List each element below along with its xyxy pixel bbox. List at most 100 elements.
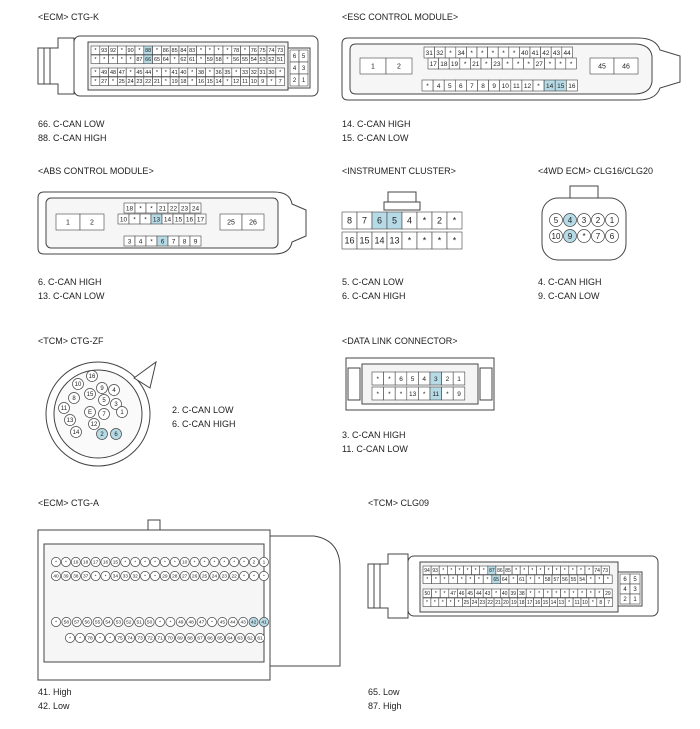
abs-pin: 25 xyxy=(219,213,243,231)
svg-text:1: 1 xyxy=(263,560,266,566)
svg-text:54: 54 xyxy=(251,57,257,63)
svg-text:38: 38 xyxy=(198,70,204,76)
abs-pin: 2 xyxy=(79,213,105,231)
ecm-ctga-pin: 74 xyxy=(125,633,135,643)
ecm-ctga-pin: 16 xyxy=(100,557,111,567)
ecm-ctga-pin: 44 xyxy=(227,617,238,627)
abs-pin: * xyxy=(128,213,141,225)
ecm-ctga-pin: * xyxy=(105,633,115,643)
svg-text:*: * xyxy=(408,236,412,246)
svg-text:*: * xyxy=(481,50,484,57)
esc-pin: 21 xyxy=(470,57,482,70)
ecm-ctga-pin: 69 xyxy=(175,633,185,643)
ecm-ctgk-pin: * xyxy=(90,67,101,77)
tcm-clg09-pin: 17 xyxy=(525,597,534,607)
svg-text:*: * xyxy=(537,83,540,90)
esc-pin: * xyxy=(565,57,577,70)
ecm-ctgk-pin: * xyxy=(231,67,241,77)
svg-text:*: * xyxy=(446,391,449,398)
svg-text:44: 44 xyxy=(230,620,236,626)
ecm-ctga-pin: * xyxy=(207,617,217,627)
cluster-note-2: 6. C-CAN HIGH xyxy=(342,291,406,301)
svg-text:54: 54 xyxy=(105,620,111,626)
ecm-ctgk-pin: 64 xyxy=(161,54,171,64)
ecm-ctga-pin: * xyxy=(130,557,141,567)
svg-text:53: 53 xyxy=(116,620,122,626)
abs-pin: 9 xyxy=(189,235,202,247)
ecm-ctga-pin: 70 xyxy=(165,633,175,643)
tcm-clg09-pin: * xyxy=(551,588,561,598)
svg-text:11: 11 xyxy=(574,600,579,606)
esc-pin: 46 xyxy=(613,57,639,75)
svg-text:65: 65 xyxy=(154,57,160,63)
esc-pin: 15 xyxy=(554,79,567,92)
svg-text:6: 6 xyxy=(293,54,297,60)
svg-text:*: * xyxy=(243,574,245,580)
svg-text:*: * xyxy=(502,50,505,57)
svg-text:22: 22 xyxy=(487,600,493,606)
ecm-ctgk-pin: * xyxy=(90,45,101,55)
svg-text:8: 8 xyxy=(183,238,187,245)
tcm-clg09-pin: * xyxy=(465,574,475,584)
svg-text:14: 14 xyxy=(546,83,554,90)
tcm-clg09-pin: * xyxy=(431,574,441,584)
ecm-ctga-pin: 23 xyxy=(219,571,230,581)
ecm-ctga-pin: 15 xyxy=(110,557,121,567)
svg-text:*: * xyxy=(523,568,525,574)
svg-text:*: * xyxy=(226,57,229,63)
svg-text:9: 9 xyxy=(100,386,104,392)
ecm-ctga-pin: * xyxy=(189,557,200,567)
ecm-ctgk-pin: * xyxy=(161,76,171,86)
tcm-clg09-pin: 25 xyxy=(462,597,471,607)
svg-text:86: 86 xyxy=(163,48,169,54)
ecm-ctgk-pin: 44 xyxy=(143,67,153,77)
ecm-ctga-pin: * xyxy=(169,557,180,567)
ecm-ctga-pin: * xyxy=(51,617,61,627)
svg-text:20: 20 xyxy=(503,600,509,606)
svg-text:37: 37 xyxy=(83,574,89,580)
dlc-pin: 9 xyxy=(452,386,466,401)
esc-pin: 6 xyxy=(455,79,467,92)
ecm-ctga-pin: * xyxy=(258,571,269,581)
svg-text:5: 5 xyxy=(102,398,106,404)
ecm-ctga-pin: * xyxy=(165,617,176,627)
ecm-ctga-pin: 45 xyxy=(217,617,228,627)
svg-text:13: 13 xyxy=(153,216,161,223)
tcm-clg09-pin: * xyxy=(447,565,456,575)
svg-text:15: 15 xyxy=(175,216,183,223)
tcm-zf-pin: 3 xyxy=(110,398,122,410)
svg-text:6: 6 xyxy=(459,83,463,90)
tcm-clg09-pin: 46 xyxy=(457,588,467,598)
dlc-pin: 13 xyxy=(406,386,419,401)
tcm-zf-pin: E xyxy=(84,406,96,418)
abs-pin: * xyxy=(134,202,147,214)
ecm-ctga-pin: 68 xyxy=(185,633,195,643)
svg-text:*: * xyxy=(475,568,477,574)
ecm-ctgk-pin: * xyxy=(117,45,127,55)
svg-text:55: 55 xyxy=(571,577,577,583)
svg-text:6: 6 xyxy=(623,577,627,583)
svg-text:3: 3 xyxy=(302,66,306,72)
svg-text:4: 4 xyxy=(407,216,412,226)
svg-text:4: 4 xyxy=(623,587,627,593)
ecm-ctga-pin: 24 xyxy=(209,571,220,581)
ecm-ctga-pin: 63 xyxy=(235,633,245,643)
tcm-clg09-pin: 20 xyxy=(501,597,511,607)
ecm-ctgk-pin: * xyxy=(205,45,215,55)
svg-text:5: 5 xyxy=(554,216,559,225)
svg-text:*: * xyxy=(470,50,473,57)
tcm-clg09-pin: 94 xyxy=(422,565,432,575)
svg-text:*: * xyxy=(478,577,480,583)
svg-text:3: 3 xyxy=(434,376,438,383)
svg-text:*: * xyxy=(580,568,582,574)
tcm-clg09-pin: * xyxy=(463,565,472,575)
ecm-ctgk-pin: 32 xyxy=(249,67,259,77)
dlc-pin: 1 xyxy=(452,371,466,386)
svg-text:*: * xyxy=(495,591,497,597)
svg-text:*: * xyxy=(164,560,166,566)
tcm-clg09-pin: * xyxy=(422,574,432,584)
svg-text:*: * xyxy=(568,600,570,606)
svg-text:63: 63 xyxy=(237,636,243,642)
